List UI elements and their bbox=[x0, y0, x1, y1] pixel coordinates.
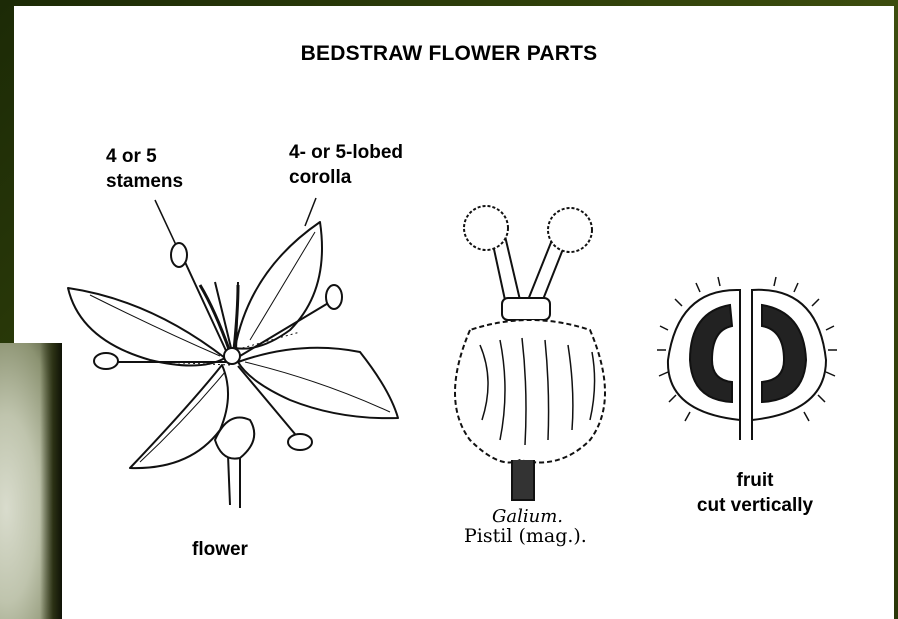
flower-stem bbox=[228, 455, 240, 508]
ovary-hairy-body bbox=[455, 320, 605, 463]
pistil-base-stalk bbox=[512, 460, 534, 500]
anther-3 bbox=[94, 353, 118, 369]
stigma-right bbox=[548, 208, 592, 252]
flower-center bbox=[224, 348, 240, 364]
fruit-center-line bbox=[740, 292, 752, 440]
anther-4 bbox=[288, 434, 312, 450]
corolla-pointer-line bbox=[305, 198, 316, 226]
flower-illustration bbox=[68, 198, 398, 508]
petal-top-right bbox=[235, 222, 322, 349]
pistil-illustration bbox=[455, 206, 605, 500]
anther-1 bbox=[171, 243, 187, 267]
pistil-disc bbox=[502, 298, 550, 320]
anther-2 bbox=[326, 285, 342, 309]
stigma-left bbox=[464, 206, 508, 250]
stamens-pointer-line bbox=[155, 200, 176, 245]
petal-bottom bbox=[130, 365, 228, 468]
fruit-illustration bbox=[657, 277, 837, 440]
